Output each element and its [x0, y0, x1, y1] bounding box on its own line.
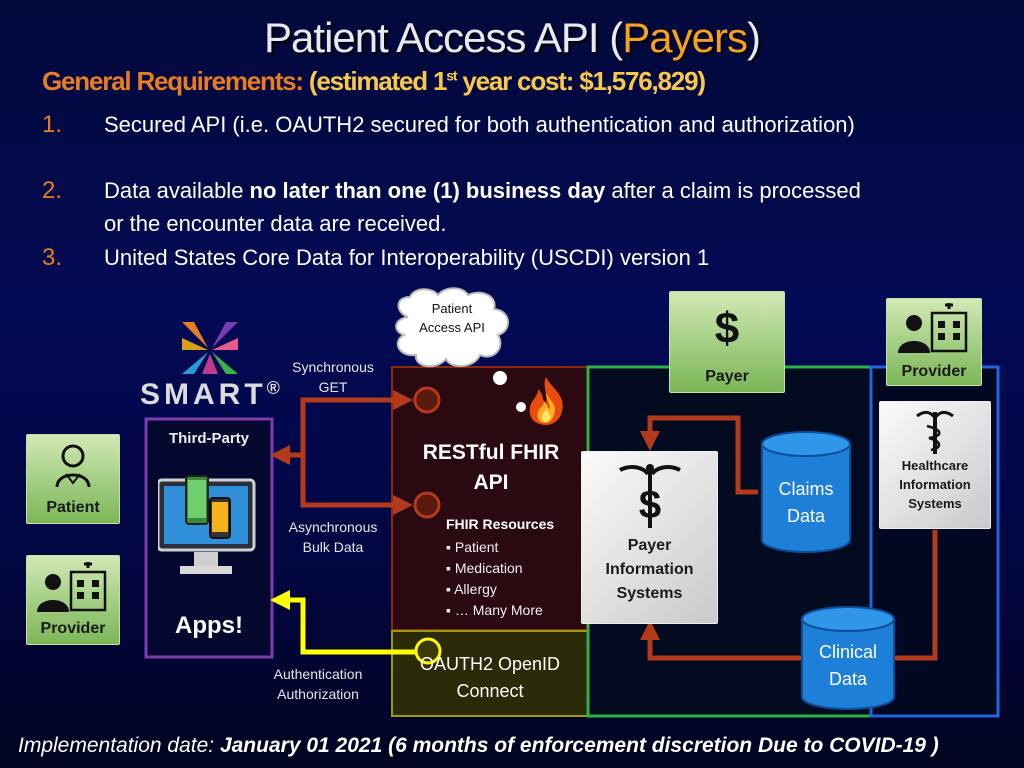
list-item: ▪ Allergy	[446, 581, 497, 597]
list-item: ▪ Patient	[446, 539, 499, 555]
provider-card-left: Provider	[26, 555, 120, 645]
requirement-text: Secured API (i.e. OAUTH2 secured for bot…	[104, 112, 855, 137]
patient-icon	[55, 444, 91, 487]
auth-arrow	[270, 590, 415, 655]
requirement-number: 2.	[42, 177, 63, 204]
provider-label: Provider	[40, 620, 106, 637]
subtitle: General Requirements: (estimated 1st yea…	[42, 66, 706, 96]
async-arrow	[300, 455, 413, 515]
smart-logo-icon	[180, 320, 240, 376]
sync-arrow	[270, 390, 413, 465]
sync-label: Synchronous GET	[292, 359, 374, 395]
requirement-1: 1. Secured API (i.e. OAUTH2 secured for …	[42, 108, 922, 174]
requirement-number: 3.	[42, 244, 63, 271]
fire-icon	[522, 375, 570, 425]
dollar-icon: $	[714, 304, 740, 353]
requirement-text: Data available no later than one (1) bus…	[104, 178, 861, 236]
devices-icon	[156, 470, 258, 590]
list-item: ▪ Medication	[446, 560, 523, 576]
caduceus-icon	[916, 410, 954, 454]
thought-dot	[516, 402, 526, 412]
claims-data-cylinder: Claims Data	[760, 430, 852, 554]
oauth-label: OAUTH2 OpenID Connect	[419, 654, 561, 701]
patient-access-cloud: Patient Access API	[388, 287, 516, 371]
payer-label: Payer	[705, 368, 749, 385]
claims-label: Claims Data	[778, 479, 834, 526]
page-title: Patient Access API (Payers)	[264, 14, 761, 61]
async-label: Asynchronous Bulk Data	[288, 519, 378, 555]
apps-label: Apps!	[175, 612, 243, 639]
provider-icon	[898, 303, 968, 353]
requirement-3: 3. United States Core Data for Interoper…	[42, 241, 922, 274]
patient-label: Patient	[46, 499, 100, 516]
restful-fhir-label: RESTful FHIR API	[422, 441, 560, 494]
healthcare-to-clinical-arrow	[872, 530, 938, 668]
oauth-endpoint-circle	[414, 637, 442, 665]
sync-endpoint-circle	[413, 386, 441, 414]
third-party-label: Third-Party	[168, 430, 249, 447]
healthcare-systems-label: Healthcare Information Systems	[899, 458, 971, 511]
implementation-date: Implementation date: January 01 2021 (6 …	[18, 734, 939, 757]
clinical-data-cylinder: Clinical Data	[800, 605, 896, 711]
payer-info-systems-card: $ Payer Information Systems	[581, 451, 718, 624]
patient-card: Patient	[26, 434, 120, 524]
title-highlight: Payers	[622, 14, 748, 61]
claims-to-payer-arrow	[640, 415, 758, 495]
fhir-resources-list: ▪ Patient ▪ Medication ▪ Allergy ▪ … Man…	[446, 537, 543, 621]
async-endpoint-circle	[413, 491, 441, 519]
requirement-number: 1.	[42, 111, 63, 138]
cloud-text: Patient Access API	[419, 301, 485, 335]
smart-logo-text: SMART®	[140, 378, 284, 411]
payer-systems-label: Payer Information Systems	[605, 537, 694, 602]
fhir-resources-title: FHIR Resources	[446, 516, 555, 532]
svg-text:$: $	[639, 483, 661, 527]
provider-card-right: Provider	[886, 298, 982, 386]
healthcare-info-systems-card: Healthcare Information Systems	[879, 401, 991, 529]
thought-dot	[493, 371, 507, 385]
list-item: ▪ … Many More	[446, 602, 543, 618]
clinical-label: Clinical Data	[818, 642, 878, 689]
requirement-text: United States Core Data for Interoperabi…	[104, 245, 710, 270]
auth-label: Authentication Authorization	[273, 666, 363, 702]
provider-icon	[37, 562, 107, 612]
payer-card: $ Payer	[669, 291, 785, 393]
caduceus-dollar-icon: $	[619, 464, 681, 528]
provider-label: Provider	[901, 363, 967, 380]
clinical-to-payer-arrow	[640, 620, 805, 661]
requirement-2: 2. Data available no later than one (1) …	[42, 174, 922, 240]
